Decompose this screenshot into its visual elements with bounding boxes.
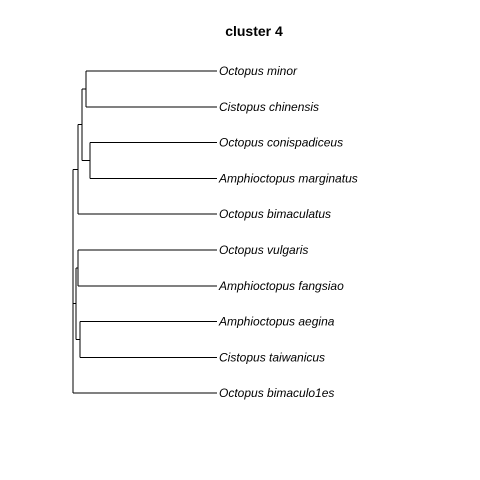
- leaf-label: Cistopus chinensis: [219, 100, 319, 114]
- tree-branches: [72, 70, 217, 394]
- leaf-label: Amphioctopus aegina: [218, 315, 335, 329]
- leaf-label: Octopus bimaculatus: [219, 207, 331, 221]
- leaf-label: Octopus bimaculo1es: [219, 386, 334, 400]
- leaf-label: Amphioctopus fangsiao: [218, 279, 344, 293]
- leaf-label: Cistopus taiwanicus: [219, 350, 325, 364]
- chart-title: cluster 4: [225, 23, 283, 39]
- leaf-label: Octopus vulgaris: [219, 243, 308, 257]
- leaf-label: Amphioctopus marginatus: [218, 171, 358, 185]
- leaf-label: Octopus conispadiceus: [219, 136, 343, 150]
- leaf-label: Octopus minor: [219, 64, 298, 78]
